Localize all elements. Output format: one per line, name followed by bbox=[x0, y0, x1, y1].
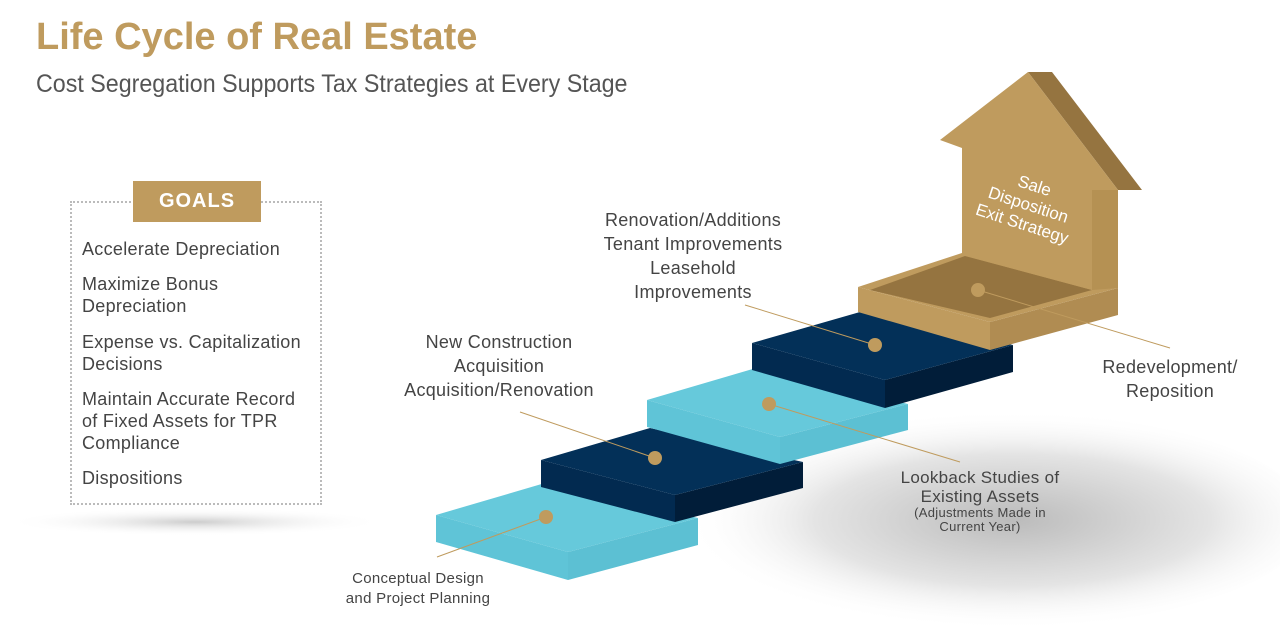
label-line: Existing Assets bbox=[920, 487, 1040, 506]
goal-item: Accelerate Depreciation bbox=[82, 239, 281, 259]
label-line: Lookback Studies of bbox=[900, 468, 1060, 487]
new-construction-label: New Construction Acquisition Acquisition… bbox=[378, 330, 620, 402]
label-line: (Adjustments Made in bbox=[914, 505, 1046, 520]
goal-item: Maximize Bonus Depreciation bbox=[82, 274, 219, 316]
house-icon bbox=[940, 72, 1142, 290]
lookback-note: (Adjustments Made in Current Year) bbox=[880, 506, 1080, 534]
page-subtitle: Cost Segregation Supports Tax Strategies… bbox=[36, 70, 628, 98]
label-line: New Construction bbox=[425, 332, 573, 352]
step-1 bbox=[436, 483, 698, 580]
renovation-label: Renovation/Additions Tenant Improvements… bbox=[573, 208, 813, 304]
label-line: Leasehold bbox=[650, 258, 736, 278]
label-line: Acquisition/Renovation bbox=[404, 380, 594, 400]
conceptual-label: Conceptual Design and Project Planning bbox=[318, 569, 518, 609]
goals-shadow bbox=[5, 508, 385, 536]
page-title: Life Cycle of Real Estate bbox=[36, 16, 478, 58]
leader-lines bbox=[436, 289, 1171, 558]
label-line: and Project Planning bbox=[345, 590, 491, 607]
label-line: Reposition bbox=[1125, 381, 1215, 401]
step-3 bbox=[647, 368, 908, 464]
goal-item: Dispositions bbox=[82, 468, 183, 488]
label-line: Redevelopment/ bbox=[1102, 357, 1238, 377]
label-line: Conceptual Design bbox=[352, 570, 484, 587]
step-2 bbox=[541, 428, 803, 522]
goal-item: Maintain Accurate Record of Fixed Assets… bbox=[82, 389, 296, 453]
stage-dots bbox=[539, 283, 985, 524]
redevelopment-label: Redevelopment/ Reposition bbox=[1080, 355, 1260, 403]
step-4 bbox=[752, 312, 1013, 408]
floor-shadow bbox=[650, 410, 1280, 630]
goal-item: Expense vs. Capitalization Decisions bbox=[82, 332, 301, 374]
label-line: Tenant Improvements bbox=[603, 234, 783, 254]
label-line: Current Year) bbox=[939, 519, 1021, 534]
label-line: Renovation/Additions bbox=[604, 210, 782, 230]
goals-badge: GOALS bbox=[133, 181, 261, 222]
label-line: Improvements bbox=[634, 282, 752, 302]
lookback-label: Lookback Studies of Existing Assets bbox=[870, 468, 1090, 506]
label-line: Acquisition bbox=[453, 356, 545, 376]
